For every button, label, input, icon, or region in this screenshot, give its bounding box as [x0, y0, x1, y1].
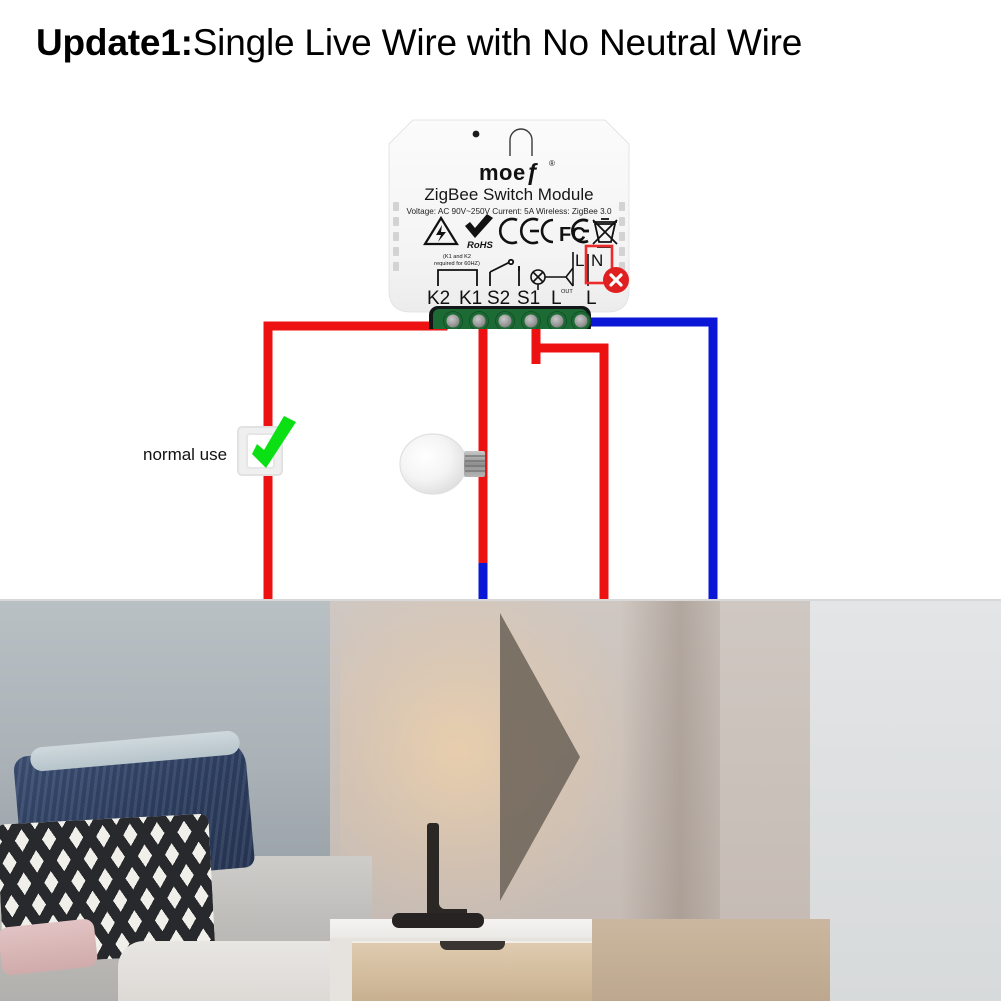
module-note-line1: (K1 and K2 — [443, 254, 471, 260]
fcc-mark-icon: FC — [559, 218, 589, 246]
schematic-label-L: L — [575, 251, 584, 270]
switch-symbol — [489, 258, 520, 286]
schematic-label-N: N — [591, 251, 603, 270]
zigbee-switch-module-diagram: moeƒ ® ZigBee Switch Module Voltage: AC … — [383, 114, 635, 336]
page-title-rest: Single Live Wire with No Neutral Wire — [192, 22, 803, 63]
close-icon — [609, 273, 623, 287]
reset-button-outline — [509, 128, 533, 156]
module-spec-line: Voltage: AC 90V~250V Current: 5A Wireles… — [406, 207, 611, 216]
terminal-label-K1: K1 — [459, 288, 482, 309]
right-pointing-arrow — [500, 613, 580, 901]
vent-slots-left — [393, 202, 399, 271]
bulb-glass — [399, 433, 467, 495]
module-body — [388, 119, 630, 313]
inset-arrow-svg — [500, 613, 580, 901]
status-led-dot — [472, 130, 480, 138]
neutral-wire-group — [478, 298, 718, 601]
wire-s1-segment — [531, 298, 609, 524]
lamp-wall-glow — [340, 601, 640, 931]
green-check-icon — [252, 416, 296, 468]
brand-logo: moeƒ — [479, 159, 539, 185]
terminal-label-L: L — [586, 288, 597, 309]
lamp-stem — [427, 823, 439, 918]
svg-text:RoHS: RoHS — [467, 240, 494, 251]
bedroom-lifestyle-photo: moeƒ ® ZigBee Switch Module Voltage: AC … — [0, 601, 1001, 1001]
terminal-label-S1: S1 — [517, 288, 540, 309]
ce-mark-icon — [498, 217, 539, 245]
high-voltage-warning-icon — [423, 215, 459, 246]
rohs-check-icon: RoHS — [465, 214, 494, 251]
wall-corner-shadow — [620, 601, 720, 931]
certification-marks: RoHS FC — [423, 214, 618, 251]
terminal-label-K2: K2 — [427, 288, 450, 309]
wire-live-hop-left — [263, 524, 273, 601]
photo-divider — [0, 599, 1001, 601]
wall-right — [810, 601, 1001, 1001]
line-neutral-symbol — [545, 252, 589, 287]
neutral-error-box — [584, 244, 614, 285]
k-terminal-bracket — [437, 269, 478, 286]
page-title-prefix: Update1: — [36, 22, 193, 63]
light-bulb — [399, 433, 485, 495]
lamp-base — [392, 913, 484, 928]
module-model-name: ZigBee Switch Module — [424, 185, 593, 204]
module-note-line2: required for 60HZ) — [434, 261, 480, 267]
page-title: Update1:Single Live Wire with No Neutral… — [36, 22, 802, 64]
ce-mark-icon — [540, 218, 554, 244]
bulb-screw-base — [464, 451, 485, 477]
terminal-label-Lout: L — [551, 288, 562, 309]
normal-use-label: normal use — [143, 445, 227, 464]
nightstand-drawer-handle — [440, 941, 505, 950]
terminal-screws — [443, 311, 591, 331]
terminal-label-out-superscript: OUT — [561, 289, 573, 295]
wire-live-hop-right — [599, 524, 609, 601]
terminal-label-S2: S2 — [487, 288, 510, 309]
brand-trademark: ® — [549, 159, 555, 168]
